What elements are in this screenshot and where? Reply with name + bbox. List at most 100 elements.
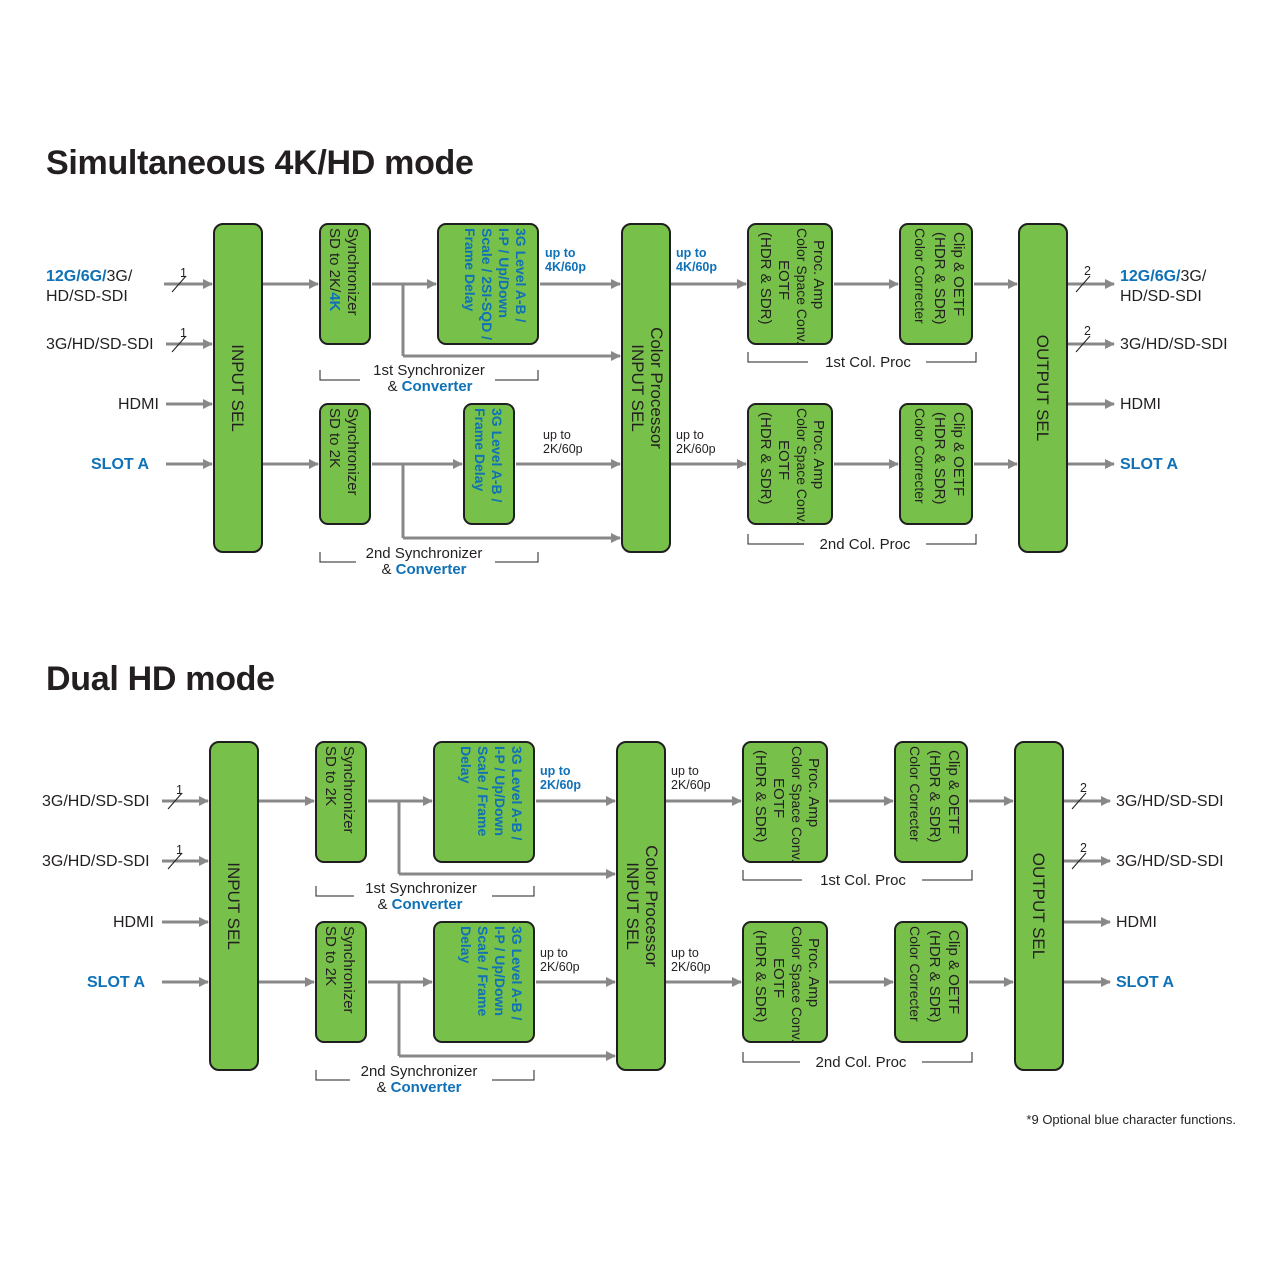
proc-amp-1-line1: Proc. Amp xyxy=(810,240,827,309)
converter-2-box xyxy=(433,921,535,1043)
group-1-label-line2: & Converter xyxy=(387,378,472,395)
clip-oetf-2-line3: Color Correcter xyxy=(912,408,928,504)
proc-amp-2-line1: Proc. Amp xyxy=(805,938,822,1007)
color-processor-input-sel-box xyxy=(621,223,671,553)
output-3-label: HDMI xyxy=(1120,396,1161,413)
rate-3-line2: 4K/60p xyxy=(676,260,717,274)
converter-2-line4: Delay xyxy=(458,926,474,964)
clip-oetf-2-line1: Clip & OETF xyxy=(950,412,967,496)
rate-2-line2: 2K/60p xyxy=(540,960,580,974)
col-proc-2-label: 2nd Col. Proc xyxy=(820,536,911,553)
clip-oetf-1-line3: Color Correcter xyxy=(907,746,923,842)
group-1-label: 1st Synchronizer xyxy=(373,362,485,379)
output-3-label: HDMI xyxy=(1116,914,1157,931)
clip-oetf-1-box xyxy=(899,223,973,345)
rate-4-line2: 2K/60p xyxy=(676,442,716,456)
synchronizer-2-box xyxy=(315,921,367,1043)
input-1-label-line2: HD/SD-SDI xyxy=(46,288,128,305)
clip-oetf-1-line3: Color Correcter xyxy=(912,228,928,324)
input-2-count: 1 xyxy=(180,326,187,340)
input-1-label: 12G/6G/3G/ xyxy=(46,268,133,285)
proc-amp-1-line2: Color Space Conv. xyxy=(794,228,810,344)
proc-amp-2-line4: (HDR & SDR) xyxy=(757,412,774,505)
input-sel-box xyxy=(209,741,259,1071)
proc-amp-1-line4: (HDR & SDR) xyxy=(752,750,769,843)
color-processor-sel-label: INPUT SEL xyxy=(623,862,642,950)
input-2-label: 3G/HD/SD-SDI xyxy=(42,853,150,870)
input-sel-box xyxy=(213,223,263,553)
color-processor-sel-label: INPUT SEL xyxy=(628,344,647,432)
synchronizer-2-mode: SD to 2K xyxy=(326,408,343,468)
rate-3-line1: up to xyxy=(676,246,707,260)
converter-2-line3: Scale / Frame xyxy=(475,926,491,1016)
proc-amp-2-line3: EOTF xyxy=(775,440,792,480)
output-sel-label: OUTPUT SEL xyxy=(1033,335,1052,441)
input-sel-label: INPUT SEL xyxy=(224,862,243,950)
group-2-label-line2: & Converter xyxy=(376,1079,461,1096)
proc-amp-1-line4: (HDR & SDR) xyxy=(757,232,774,325)
rate-4-line1: up to xyxy=(676,428,704,442)
output-2-label: 3G/HD/SD-SDI xyxy=(1116,853,1224,870)
converter-1-line3: Scale / 2SI-SQD / xyxy=(479,228,495,340)
group-2-label: 2nd Synchronizer xyxy=(361,1063,478,1080)
section-title-dual-hd: Dual HD mode xyxy=(46,660,275,698)
rate-4-line2: 2K/60p xyxy=(671,960,711,974)
input-sel-label: INPUT SEL xyxy=(228,344,247,432)
rate-2-line1: up to xyxy=(540,946,568,960)
synchronizer-2-title: Synchronizer xyxy=(340,926,357,1014)
color-processor-label: Color Processor xyxy=(642,845,661,967)
input-1-count: 1 xyxy=(180,266,187,280)
converter-1-line4: Delay xyxy=(458,746,474,784)
clip-oetf-2-line1: Clip & OETF xyxy=(945,930,962,1014)
rate-1-line2: 2K/60p xyxy=(540,778,581,792)
converter-1-line1: 3G Level A-B / xyxy=(509,746,525,841)
input-4-label: SLOT A xyxy=(91,456,150,473)
output-sel-box xyxy=(1018,223,1068,553)
clip-oetf-2-box xyxy=(899,403,973,525)
converter-2-line2: I-P / Up/Down xyxy=(492,926,508,1016)
converter-2-line2: Frame Delay xyxy=(472,408,488,491)
col-proc-1-label: 1st Col. Proc xyxy=(825,354,911,371)
output-1-label: 3G/HD/SD-SDI xyxy=(1116,793,1224,810)
clip-oetf-2-line3: Color Correcter xyxy=(907,926,923,1022)
proc-amp-1-box xyxy=(747,223,833,345)
proc-amp-2-line1: Proc. Amp xyxy=(810,420,827,489)
diagram-4k-hd-mode: 12G/6G/3G/ HD/SD-SDI 1 3G/HD/SD-SDI 1 HD… xyxy=(46,223,1228,578)
group-1-label-line2: & Converter xyxy=(377,896,462,913)
proc-amp-1-line3: EOTF xyxy=(770,778,787,818)
clip-oetf-1-line2: (HDR & SDR) xyxy=(926,750,943,843)
proc-amp-2-line2: Color Space Conv. xyxy=(794,408,810,524)
rate-1-line2: 4K/60p xyxy=(545,260,586,274)
rate-3-line2: 2K/60p xyxy=(671,778,711,792)
output-sel-box xyxy=(1014,741,1064,1071)
color-processor-label: Color Processor xyxy=(647,327,666,449)
input-2-label: 3G/HD/SD-SDI xyxy=(46,336,154,353)
input-3-label: HDMI xyxy=(118,396,159,413)
output-1-label: 12G/6G/3G/ xyxy=(1120,268,1207,285)
rate-3-line1: up to xyxy=(671,764,699,778)
converter-1-line2: I-P / Up/Down xyxy=(492,746,508,836)
clip-oetf-2-line2: (HDR & SDR) xyxy=(926,930,943,1023)
synchronizer-2-title: Synchronizer xyxy=(344,408,361,496)
output-2-count: 2 xyxy=(1084,324,1091,338)
output-1-count: 2 xyxy=(1084,264,1091,278)
rate-2-line2: 2K/60p xyxy=(543,442,583,456)
clip-oetf-1-line1: Clip & OETF xyxy=(950,232,967,316)
output-2-label: 3G/HD/SD-SDI xyxy=(1120,336,1228,353)
synchronizer-1-mode: SD to 2K/4K xyxy=(326,228,343,312)
rate-1-line1: up to xyxy=(540,764,571,778)
col-proc-2-label: 2nd Col. Proc xyxy=(816,1054,907,1071)
input-1-count: 1 xyxy=(176,783,183,797)
output-sel-label: OUTPUT SEL xyxy=(1029,853,1048,959)
rate-2-line1: up to xyxy=(543,428,571,442)
proc-amp-1-line3: EOTF xyxy=(775,260,792,300)
synchronizer-1-mode: SD to 2K xyxy=(322,746,339,806)
proc-amp-1-line1: Proc. Amp xyxy=(805,758,822,827)
rate-4-line1: up to xyxy=(671,946,699,960)
converter-1-box xyxy=(433,741,535,863)
converter-2-line1: 3G Level A-B / xyxy=(509,926,525,1021)
synchronizer-1-box xyxy=(315,741,367,863)
synchronizer-2-mode: SD to 2K xyxy=(322,926,339,986)
converter-2-box xyxy=(463,403,515,525)
